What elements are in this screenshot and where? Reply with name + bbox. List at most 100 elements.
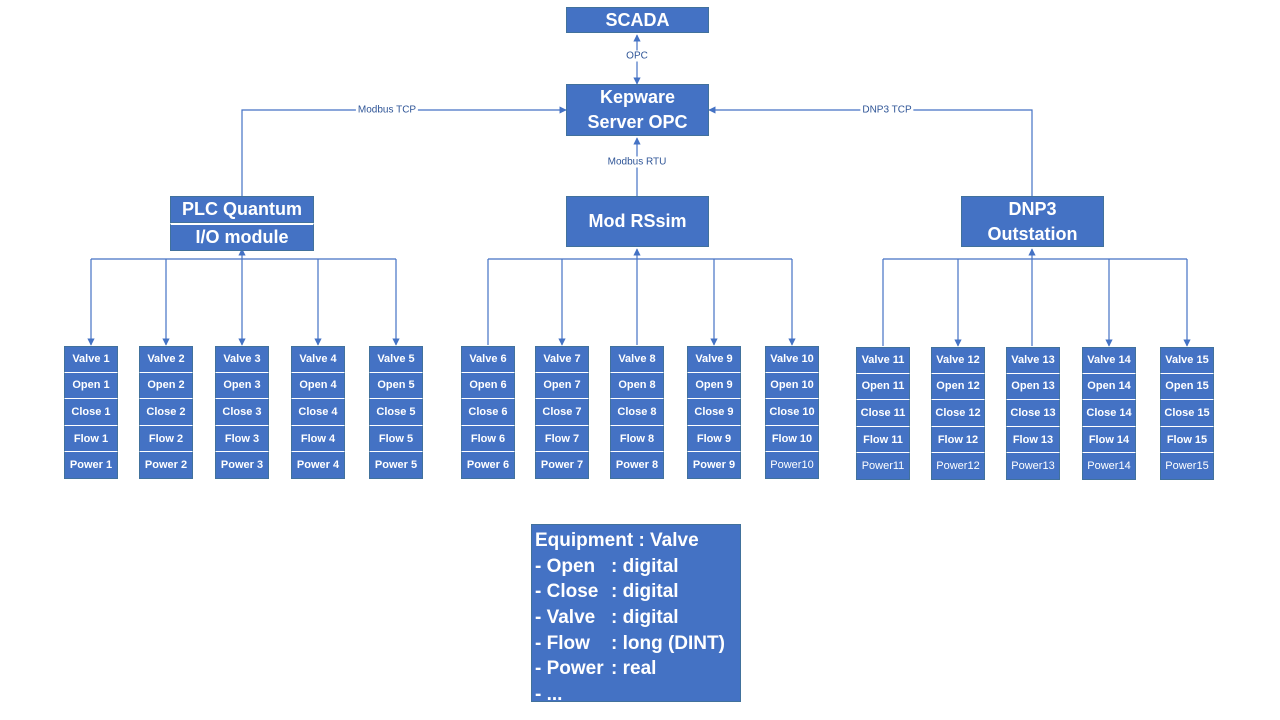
device-cell-open: Open 2 — [139, 372, 193, 400]
device-cell-power: Power 6 — [461, 452, 515, 479]
device-cell-valve: Valve 13 — [1006, 347, 1060, 374]
plc-band-1: PLC Quantum — [170, 196, 314, 223]
device-cell-flow: Flow 13 — [1006, 426, 1060, 454]
device-cell-power: Power11 — [856, 453, 910, 480]
device-cell-power: Power 2 — [139, 452, 193, 479]
legend-value: : digital — [611, 581, 679, 603]
device-cell-flow: Flow 11 — [856, 426, 910, 454]
device-cell-flow: Flow 15 — [1160, 426, 1214, 454]
legend-key: - Open — [535, 555, 596, 577]
device-cell-flow: Flow 10 — [765, 425, 819, 453]
device-cell-open: Open 15 — [1160, 373, 1214, 401]
device-cell-flow: Flow 7 — [535, 425, 589, 453]
legend-value: : real — [611, 658, 657, 680]
device-cell-open: Open 11 — [856, 373, 910, 401]
device-cell-valve: Valve 6 — [461, 346, 515, 373]
kepware-node: Kepware Server OPC — [566, 84, 709, 136]
link-modbus-tcp — [241, 106, 567, 196]
device-cell-open: Open 6 — [461, 372, 515, 400]
dnp3-node: DNP3 Outstation — [961, 196, 1104, 247]
device-cell-power: Power 1 — [64, 452, 118, 479]
legend-row: - ... — [535, 682, 740, 708]
device-cell-close: Close 4 — [291, 399, 345, 426]
legend-key: - Close — [535, 581, 599, 603]
device-cell-valve: Valve 4 — [291, 346, 345, 373]
dnp3-label-line1: DNP3 — [1008, 198, 1057, 219]
device-cell-power: Power14 — [1082, 453, 1136, 480]
device-cell-flow: Flow 9 — [687, 425, 741, 453]
link-dnp3-tcp — [708, 106, 1033, 196]
device-cell-open: Open 12 — [931, 373, 985, 401]
device-cell-close: Close 8 — [610, 399, 664, 426]
device-cell-valve: Valve 9 — [687, 346, 741, 373]
device-cell-open: Open 3 — [215, 372, 269, 400]
device-cell-close: Close 10 — [765, 399, 819, 426]
device-cell-power: Power 3 — [215, 452, 269, 479]
device-cell-power: Power 7 — [535, 452, 589, 479]
device-cell-valve: Valve 1 — [64, 346, 118, 373]
device-cell-close: Close 11 — [856, 400, 910, 427]
device-cell-close: Close 7 — [535, 399, 589, 426]
device-cell-power: Power 5 — [369, 452, 423, 479]
device-cell-flow: Flow 2 — [139, 425, 193, 453]
device-cell-open: Open 14 — [1082, 373, 1136, 401]
scada-label: SCADA — [605, 9, 670, 30]
device-cell-close: Close 15 — [1160, 400, 1214, 427]
plc-label-line2: I/O module — [195, 227, 289, 247]
plc-node: PLC Quantum I/O module — [170, 196, 314, 251]
link-label-modbus-tcp: Modbus TCP — [355, 104, 419, 116]
device-cell-valve: Valve 11 — [856, 347, 910, 374]
device-cell-valve: Valve 8 — [610, 346, 664, 373]
device-cell-open: Open 7 — [535, 372, 589, 400]
legend-key: - Valve — [535, 607, 596, 629]
plc-band-2: I/O module — [170, 223, 314, 251]
device-cell-power: Power 8 — [610, 452, 664, 479]
device-cell-open: Open 9 — [687, 372, 741, 400]
legend-row: - Close : digital — [535, 579, 740, 605]
device-cell-close: Close 14 — [1082, 400, 1136, 427]
modrssim-node: Mod RSsim — [566, 196, 709, 247]
device-cell-close: Close 2 — [139, 399, 193, 426]
legend-key: - Flow — [535, 632, 590, 654]
plc-label-line1: PLC Quantum — [182, 199, 302, 219]
device-cell-close: Close 5 — [369, 399, 423, 426]
device-cell-valve: Valve 5 — [369, 346, 423, 373]
equipment-legend: Equipment : Valve - Open: digital - Clos… — [531, 524, 741, 705]
legend-value: : digital — [611, 555, 679, 577]
link-label-opc: OPC — [624, 50, 650, 62]
device-cell-close: Close 9 — [687, 399, 741, 426]
device-cell-valve: Valve 14 — [1082, 347, 1136, 374]
device-cell-power: Power10 — [765, 452, 819, 479]
device-cell-close: Close 13 — [1006, 400, 1060, 427]
device-cell-power: Power12 — [931, 453, 985, 480]
legend-row: - Flow: long (DINT) — [535, 631, 740, 657]
legend-row: - Valve : digital — [535, 605, 740, 631]
kepware-label-line2: Server OPC — [587, 112, 688, 132]
scada-node: SCADA — [566, 7, 709, 33]
device-cell-close: Close 6 — [461, 399, 515, 426]
modrssim-label: Mod RSsim — [588, 211, 687, 231]
device-cell-open: Open 10 — [765, 372, 819, 400]
device-cell-valve: Valve 15 — [1160, 347, 1214, 374]
device-cell-power: Power 4 — [291, 452, 345, 479]
legend-row: - Power: real — [535, 656, 740, 682]
legend-row: - Open : digital — [535, 554, 740, 580]
device-cell-close: Close 3 — [215, 399, 269, 426]
device-cell-open: Open 1 — [64, 372, 118, 400]
device-cell-power: Power13 — [1006, 453, 1060, 480]
legend-key: - ... — [535, 684, 563, 706]
device-cell-valve: Valve 2 — [139, 346, 193, 373]
device-cell-open: Open 4 — [291, 372, 345, 400]
legend-value: : digital — [611, 607, 679, 629]
